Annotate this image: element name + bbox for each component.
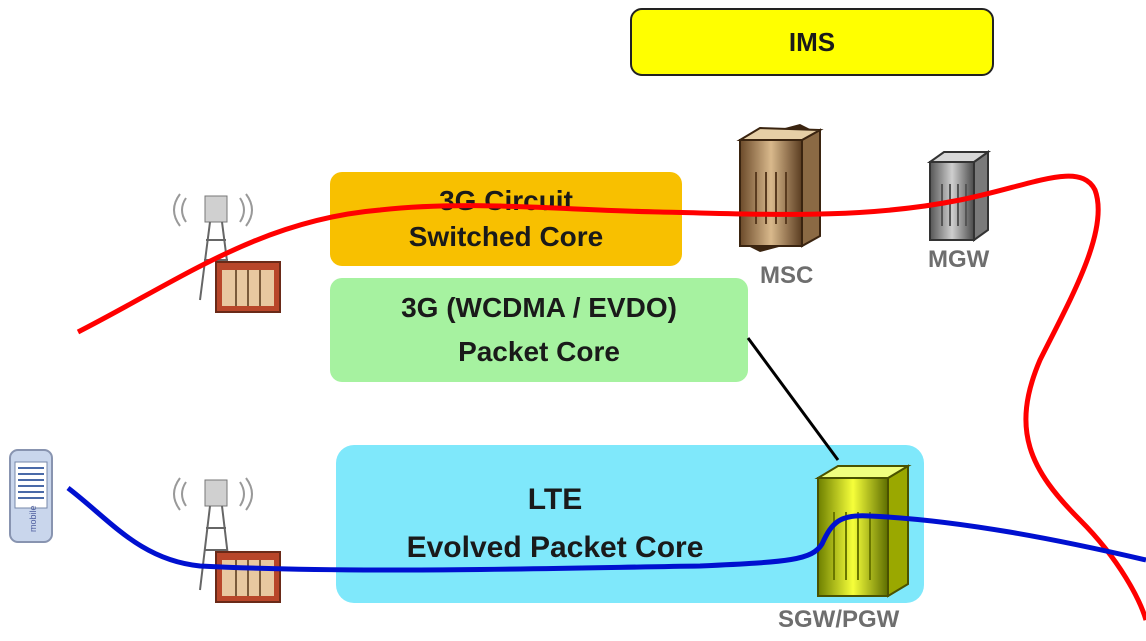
lte-core-line2: Evolved Packet Core (406, 531, 704, 564)
packet-core-link-line (746, 337, 840, 461)
circuit-switched-path-line (76, 173, 1146, 621)
mgw-label: MGW (928, 246, 990, 273)
packet-core-line2: Packet Core (458, 336, 620, 367)
msc-label: MSC (760, 262, 814, 289)
lte-path-line (66, 486, 1146, 573)
lte-core-line1: LTE (527, 483, 583, 516)
circuit-core-line2: Switched Core (408, 221, 604, 252)
circuit-switched-core-box: 3G Circuit Switched Core (330, 172, 682, 266)
mobile-phone-icon: mobile (9, 449, 53, 543)
cell-tower-3g-icon (173, 193, 281, 313)
ims-label: IMS (788, 26, 836, 57)
phone-brand-text: mobile (28, 505, 38, 532)
sgw-pgw-label: SGW/PGW (778, 606, 900, 633)
sgw-pgw-server-icon (814, 464, 912, 598)
packet-core-line1: 3G (WCDMA / EVDO) (401, 292, 677, 323)
circuit-core-line1: 3G Circuit (439, 185, 573, 216)
msc-server-icon (736, 124, 824, 252)
ims-box: IMS (630, 8, 994, 76)
packet-core-box: 3G (WCDMA / EVDO) Packet Core (330, 278, 748, 382)
cell-tower-lte-icon (173, 477, 281, 603)
